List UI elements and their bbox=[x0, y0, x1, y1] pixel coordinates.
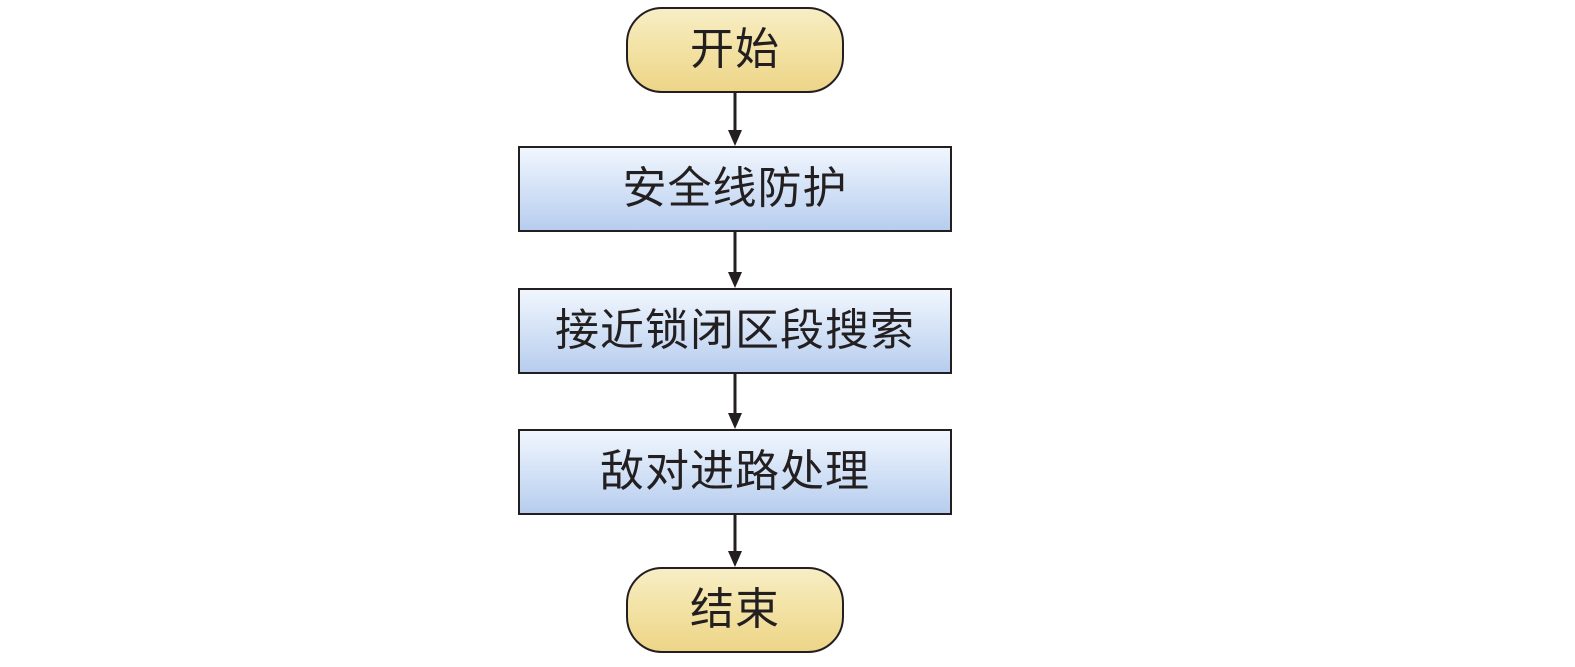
arrow-start-to-step-1 bbox=[728, 93, 742, 146]
process-step-approach-locking-search: 接近锁闭区段搜索 bbox=[518, 288, 952, 374]
arrow-step-2-to-step-3 bbox=[728, 374, 742, 429]
process-step-conflicting-route-handling: 敌对进路处理 bbox=[518, 429, 952, 515]
arrow-step-1-to-step-2 bbox=[728, 232, 742, 288]
process-step-safety-line-protection: 安全线防护 bbox=[518, 146, 952, 232]
start-label: 开始 bbox=[690, 24, 780, 75]
step-2-label: 接近锁闭区段搜索 bbox=[555, 305, 915, 356]
end-label: 结束 bbox=[690, 584, 780, 635]
end-terminal: 结束 bbox=[626, 567, 844, 653]
start-terminal: 开始 bbox=[626, 7, 844, 93]
step-3-label: 敌对进路处理 bbox=[600, 446, 870, 497]
step-1-label: 安全线防护 bbox=[622, 163, 848, 214]
arrow-step-3-to-end bbox=[728, 515, 742, 567]
